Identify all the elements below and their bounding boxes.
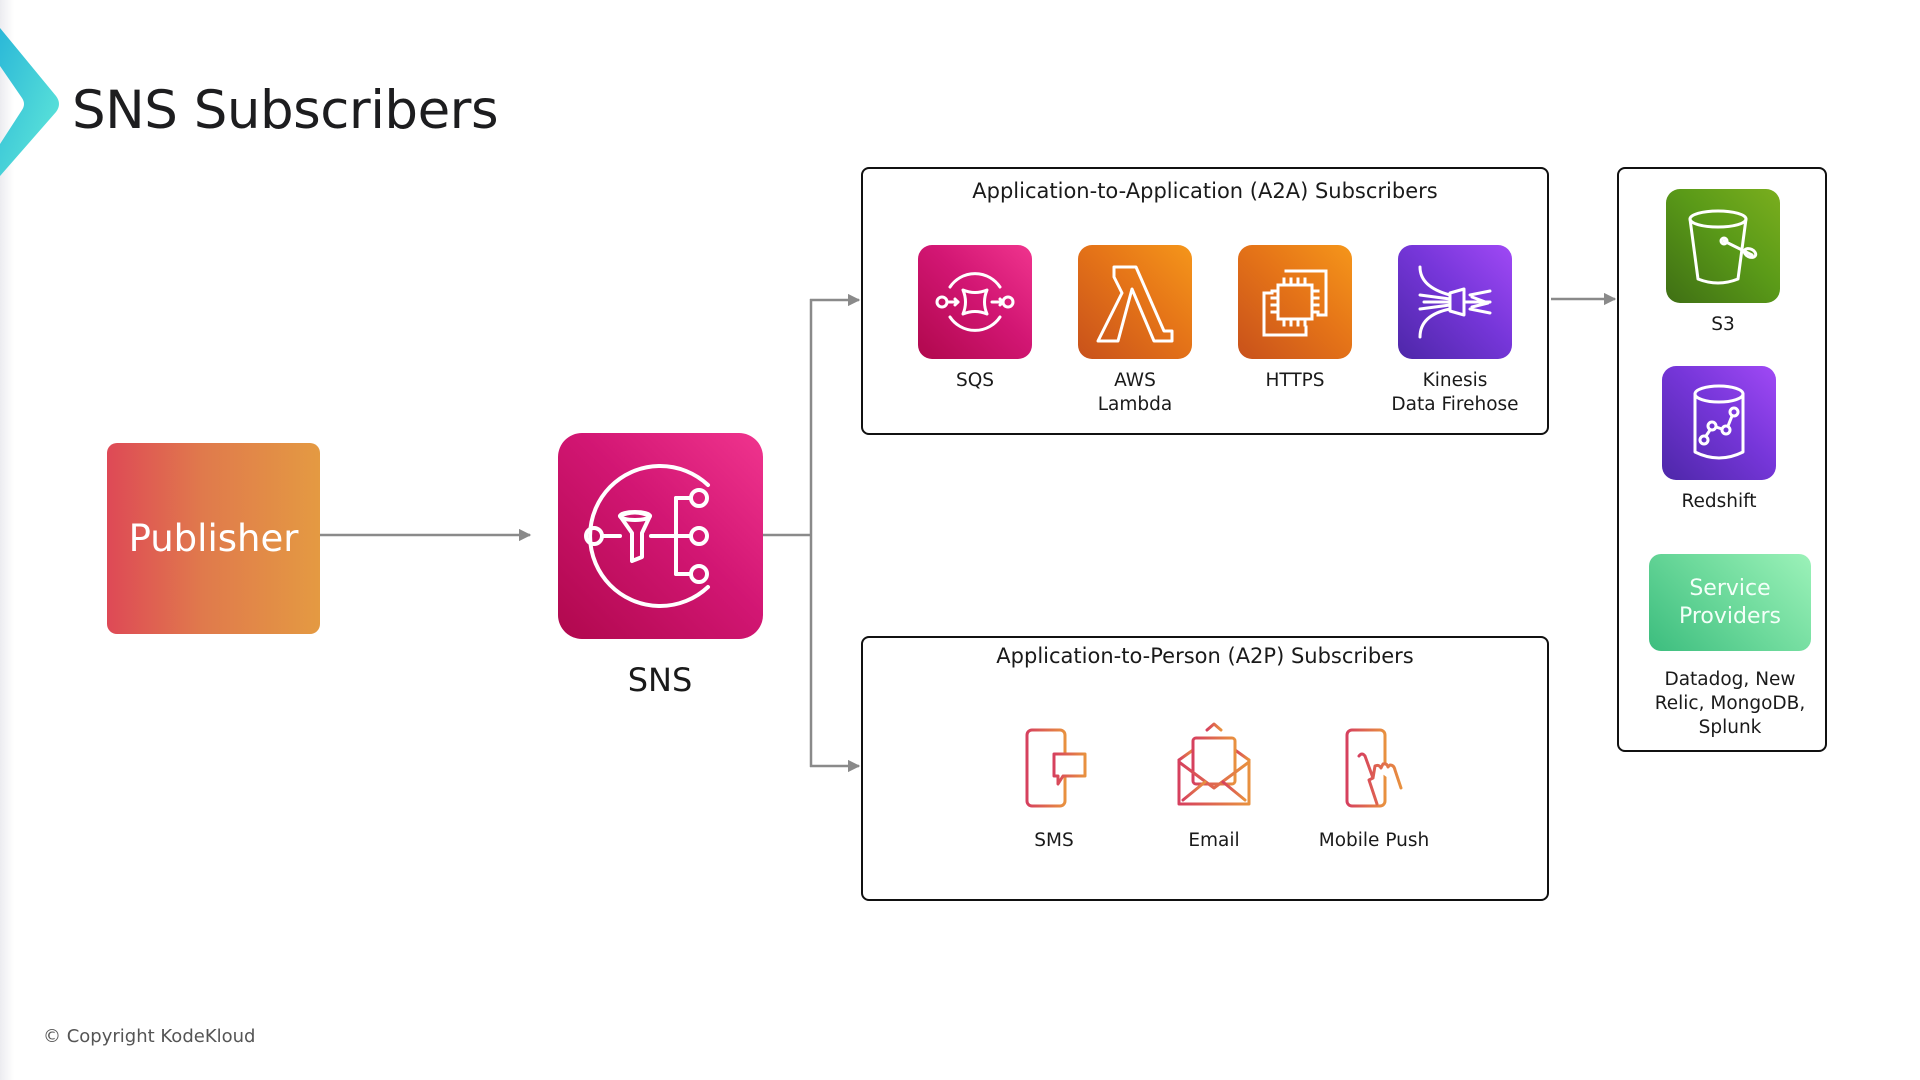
sns-icon: [584, 464, 710, 608]
email-envelope-icon: [1177, 722, 1251, 806]
redshift-icon: [1693, 384, 1745, 460]
kinesis-firehose-icon: [1418, 265, 1492, 339]
a2a-item-lambda: AWS Lambda: [1055, 245, 1215, 417]
publisher-node: Publisher: [107, 443, 320, 634]
destinations-group: S3 Redshift: [1617, 167, 1827, 752]
copyright-text: © Copyright KodeKloud: [43, 1026, 256, 1047]
brand-chevron-icon: [0, 28, 59, 176]
left-edge-shade: [0, 0, 14, 1080]
page-title: SNS Subscribers: [72, 80, 499, 141]
a2p-subscribers-group: Application-to-Person (A2P) Subscribers …: [861, 636, 1549, 901]
a2a-group-title: Application-to-Application (A2A) Subscri…: [972, 179, 1438, 203]
sp-desc-line2: Relic, MongoDB,: [1654, 693, 1806, 714]
a2p-group-title: Application-to-Person (A2P) Subscribers: [996, 644, 1414, 668]
mobile-push-label: Mobile Push: [1318, 830, 1430, 851]
mobile-push-icon: [1345, 728, 1403, 808]
sms-phone-icon: [1025, 728, 1087, 808]
sqs-label: SQS: [955, 370, 995, 391]
sp-desc-line3: Splunk: [1698, 717, 1762, 738]
lambda-label-line1: AWS: [1114, 370, 1156, 391]
sns-node: [558, 433, 763, 639]
https-label: HTTPS: [1265, 370, 1325, 391]
publisher-label: Publisher: [128, 517, 299, 560]
redshift-label: Redshift: [1681, 491, 1757, 512]
service-providers-node: Service Providers: [1649, 554, 1811, 651]
sns-label: SNS: [627, 661, 693, 699]
service-providers-description: Datadog, New Relic, MongoDB, Splunk: [1625, 668, 1835, 740]
lambda-icon: [1096, 265, 1174, 343]
s3-label: S3: [1711, 314, 1735, 335]
a2a-item-sqs: SQS: [895, 245, 1055, 393]
a2p-item-email: Email: [1134, 722, 1294, 851]
a2p-item-mobile-push: Mobile Push: [1294, 726, 1454, 851]
a2p-item-sms: SMS: [974, 726, 1134, 851]
https-chip-icon: [1262, 269, 1328, 337]
a2a-item-https: HTTPS: [1215, 245, 1375, 393]
sms-label: SMS: [1034, 830, 1074, 851]
service-providers-line2: Providers: [1678, 603, 1782, 629]
service-providers-line1: Service: [1689, 575, 1771, 601]
a2a-subscribers-group: Application-to-Application (A2A) Subscri…: [861, 167, 1549, 435]
destination-item-s3: S3: [1643, 189, 1803, 337]
kinesis-label-line1: Kinesis: [1422, 370, 1488, 391]
a2a-item-kinesis-firehose: Kinesis Data Firehose: [1375, 245, 1535, 417]
sp-desc-line1: Datadog, New: [1664, 669, 1796, 690]
lambda-label-line2: Lambda: [1097, 394, 1173, 415]
email-label: Email: [1188, 830, 1240, 851]
destination-item-redshift: Redshift: [1639, 366, 1799, 514]
sqs-icon: [935, 272, 1015, 332]
kinesis-label-line2: Data Firehose: [1391, 394, 1519, 415]
s3-bucket-icon: [1688, 209, 1758, 285]
